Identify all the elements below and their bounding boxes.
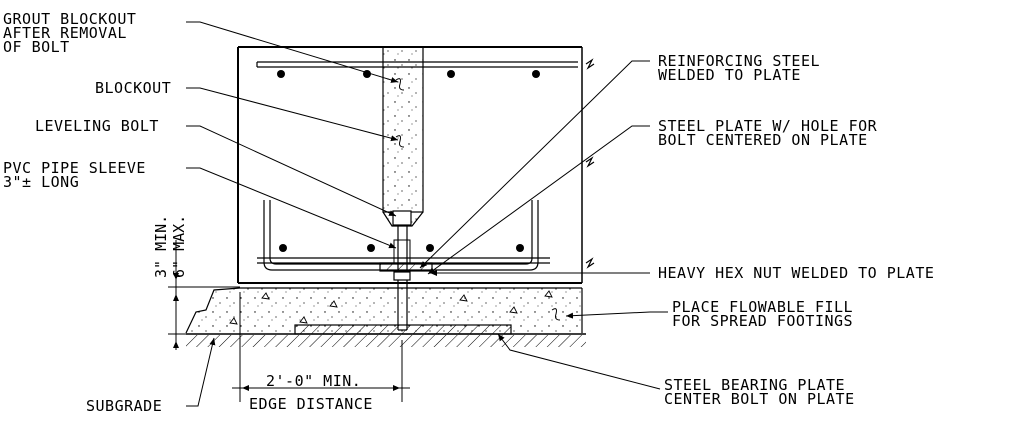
label-flowable-fill-2: FOR SPREAD FOOTINGS xyxy=(672,312,854,330)
label-steel-bearing-plate-1: STEEL BEARING PLATE xyxy=(664,376,846,394)
label-flowable-fill-1: PLACE FLOWABLE FILL xyxy=(672,298,854,316)
label-reinforcing-steel-2: WELDED TO PLATE xyxy=(658,66,801,84)
steel-bearing-plate xyxy=(294,324,512,335)
label-steel-plate-2: BOLT CENTERED ON PLATE xyxy=(658,131,868,149)
steel-plate xyxy=(379,262,433,272)
flowable-fill xyxy=(185,287,583,334)
label-reinforcing-steel-1: REINFORCING STEEL xyxy=(658,52,821,70)
label-edge-distance: EDGE DISTANCE xyxy=(249,395,373,413)
label-grout-blockout-1: GROUT BLOCKOUT xyxy=(3,10,137,28)
label-leveling-bolt: LEVELING BOLT xyxy=(35,117,159,135)
label-steel-bearing-plate-2: CENTER BOLT ON PLATE xyxy=(664,390,855,408)
label-dim-min: 3" MIN. xyxy=(152,214,170,278)
label-heavy-hex-nut: HEAVY HEX NUT WELDED TO PLATE xyxy=(658,264,935,282)
vertical-dimension xyxy=(168,240,240,350)
label-subgrade: SUBGRADE xyxy=(86,397,163,415)
label-pvc-pipe-sleeve-2: 3"± LONG xyxy=(3,173,80,191)
label-grout-blockout-3: OF BOLT xyxy=(3,38,70,56)
label-edge-min: 2'-0" MIN. xyxy=(266,372,362,390)
label-pvc-pipe-sleeve-1: PVC PIPE SLEEVE xyxy=(3,159,146,177)
subgrade-ground xyxy=(186,333,586,347)
horizontal-dimension xyxy=(232,292,410,402)
blockout-channel xyxy=(382,46,424,227)
label-grout-blockout-2: AFTER REMOVAL xyxy=(3,24,127,42)
label-blockout: BLOCKOUT xyxy=(95,79,172,97)
leader-lines xyxy=(186,21,668,407)
label-dim-max: 6" MAX. xyxy=(170,214,188,278)
label-steel-plate-1: STEEL PLATE W/ HOLE FOR xyxy=(658,117,878,135)
